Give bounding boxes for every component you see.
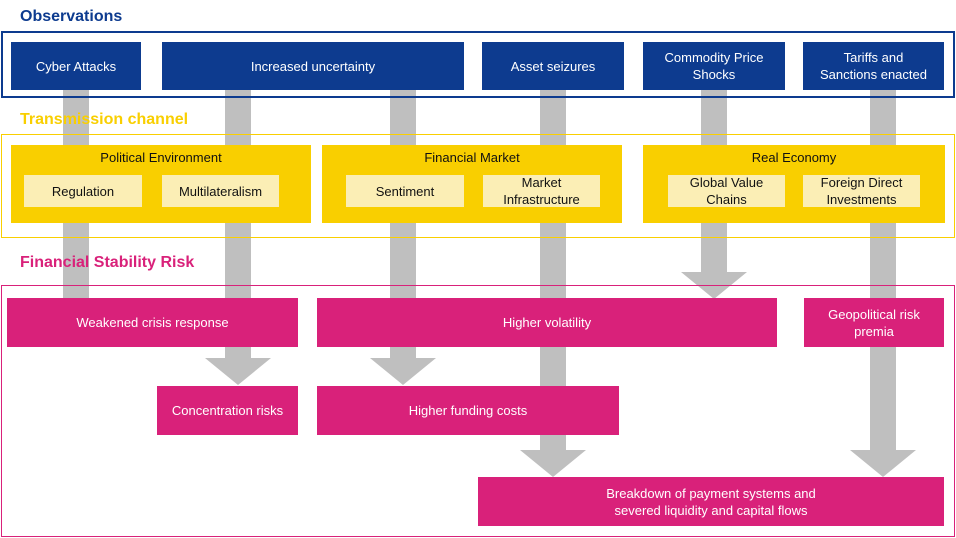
risk-geopolitical-premia: Geopolitical risk premia: [804, 298, 944, 347]
risk-weakened-crisis-response: Weakened crisis response: [7, 298, 298, 347]
group-title: Real Economy: [751, 150, 837, 165]
transmission-frame: [1, 134, 955, 238]
group-title: Political Environment: [100, 150, 222, 165]
obs-cyber-attacks: Cyber Attacks: [11, 42, 141, 90]
risk-concentration: Concentration risks: [157, 386, 298, 435]
sub-foreign-direct-investments: Foreign Direct Investments: [803, 175, 920, 207]
obs-tariffs-sanctions: Tariffs and Sanctions enacted: [803, 42, 944, 90]
obs-commodity-price-shocks: Commodity Price Shocks: [643, 42, 785, 90]
risk-breakdown-payment-systems: Breakdown of payment systems and severed…: [478, 477, 944, 526]
risk-title: Financial Stability Risk: [20, 254, 195, 271]
group-title: Financial Market: [424, 150, 520, 165]
risk-higher-volatility: Higher volatility: [317, 298, 777, 347]
sub-multilateralism: Multilateralism: [162, 175, 279, 207]
obs-asset-seizures: Asset seizures: [482, 42, 624, 90]
risk-frame: [1, 285, 955, 537]
sub-market-infrastructure: Market Infrastructure: [483, 175, 600, 207]
sub-global-value-chains: Global Value Chains: [668, 175, 785, 207]
sub-regulation: Regulation: [24, 175, 142, 207]
observations-title: Observations: [20, 8, 123, 25]
sub-sentiment: Sentiment: [346, 175, 464, 207]
obs-increased-uncertainty: Increased uncertainty: [162, 42, 464, 90]
group-financial-market: Financial Market Sentiment Market Infras…: [322, 145, 622, 223]
group-political-environment: Political Environment Regulation Multila…: [11, 145, 311, 223]
transmission-title: Transmission channel: [20, 111, 189, 128]
observations-frame: [1, 31, 955, 98]
group-real-economy: Real Economy Global Value Chains Foreign…: [643, 145, 945, 223]
risk-higher-funding-costs: Higher funding costs: [317, 386, 619, 435]
